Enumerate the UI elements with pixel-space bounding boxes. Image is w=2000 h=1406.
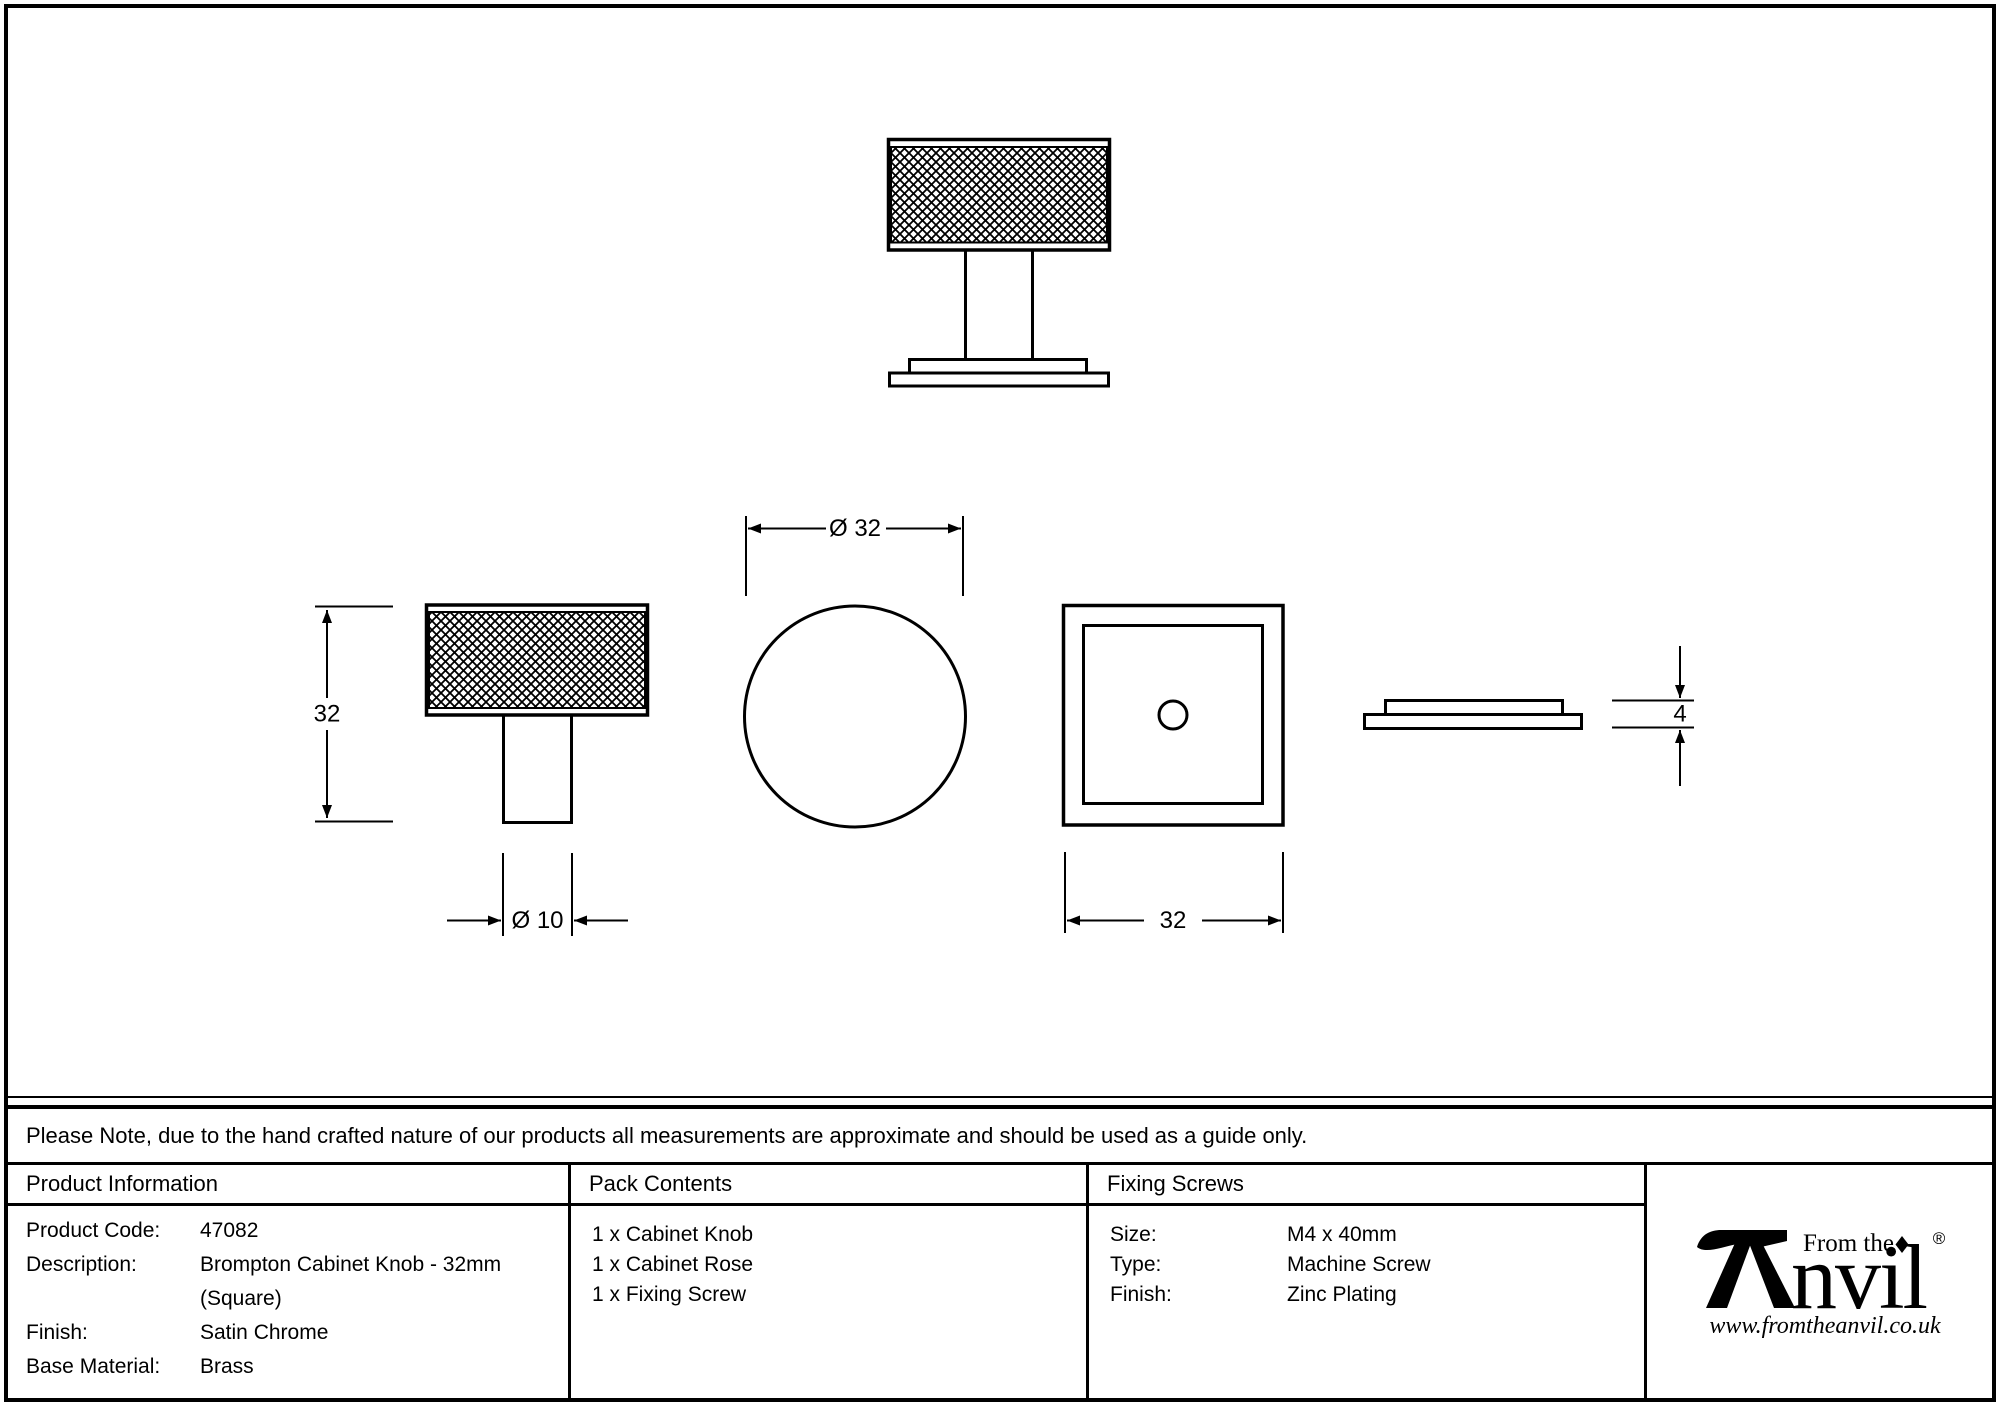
finish-label: Finish: (26, 1321, 88, 1344)
base-material-label: Base Material: (26, 1355, 161, 1378)
list-item: 1 x Cabinet Rose (592, 1253, 754, 1276)
screw-finish-value: Zinc Plating (1287, 1283, 1397, 1306)
note-bar: Please Note, due to the hand crafted nat… (8, 1105, 1992, 1165)
dim-knob-diameter-label: Ø 32 (829, 515, 881, 542)
description-label: Description: (26, 1253, 137, 1276)
fixing-screws-body: Size: M4 x 40mm Type: Machine Screw Fini… (1089, 1206, 1644, 1398)
table-row: Description: Brompton Cabinet Knob - 32m… (26, 1248, 568, 1316)
knob-face-view (743, 604, 967, 829)
fixing-screws-header: Fixing Screws (1089, 1165, 1644, 1206)
table-row: Type: Machine Screw (1110, 1250, 1644, 1280)
product-information-header: Product Information (8, 1165, 568, 1206)
pack-contents-body: 1 x Cabinet Knob 1 x Cabinet Rose 1 x Fi… (571, 1206, 1086, 1398)
product-information-body: Product Code: 47082 Description: Brompto… (8, 1206, 568, 1398)
screw-type-value: Machine Screw (1287, 1253, 1431, 1276)
dim-stem-diameter: Ø 10 (447, 853, 628, 936)
screw-type-label: Type: (1110, 1253, 1162, 1276)
dim-rose-thickness-label: 4 (1673, 701, 1686, 728)
table-row: Finish: Zinc Plating (1110, 1280, 1644, 1310)
screw-size-value: M4 x 40mm (1287, 1223, 1397, 1246)
list-item: 1 x Fixing Screw (592, 1283, 747, 1306)
front-elevation-view (886, 137, 1112, 388)
drawing-area-divider (8, 1096, 1992, 1098)
side-elevation-view (424, 603, 650, 824)
dim-rose-width-label: 32 (1160, 907, 1187, 934)
logo-cell: From the nvil ® www.fromtheanvil.co.uk (1647, 1165, 1992, 1398)
finish-value: Satin Chrome (200, 1321, 329, 1344)
pack-contents-title: Pack Contents (589, 1171, 733, 1196)
dim-stem-diameter-label: Ø 10 (511, 907, 563, 934)
product-information-column: Product Information Product Code: 47082 … (8, 1165, 571, 1398)
dim-rose-thickness: 4 (1612, 646, 1694, 786)
logo-name-text: nvil (1791, 1226, 1927, 1328)
technical-drawing: 32 Ø 10 Ø 32 (314, 137, 1694, 936)
diamond-icon (1895, 1235, 1908, 1253)
registered-mark: ® (1932, 1229, 1945, 1248)
pack-contents-column: Pack Contents 1 x Cabinet Knob 1 x Cabin… (571, 1165, 1089, 1398)
dim-overall-height-label: 32 (314, 701, 341, 728)
table-row: Finish: Satin Chrome (26, 1316, 568, 1350)
description-value: Brompton Cabinet Knob - 32mm (Square) (200, 1253, 502, 1310)
table-row: Size: M4 x 40mm (1110, 1220, 1644, 1250)
product-information-title: Product Information (26, 1171, 218, 1196)
product-code-label: Product Code: (26, 1219, 161, 1242)
anvil-icon (1696, 1229, 1795, 1308)
dim-knob-diameter: Ø 32 (745, 515, 964, 596)
product-code-value: 47082 (200, 1219, 259, 1242)
rose-profile-view (1363, 699, 1583, 730)
dim-overall-height: 32 (314, 605, 393, 823)
base-material-value: Brass (200, 1355, 254, 1378)
screw-size-label: Size: (1110, 1223, 1157, 1246)
screw-finish-label: Finish: (1110, 1283, 1172, 1306)
info-table: Product Information Product Code: 47082 … (8, 1165, 1992, 1398)
list-item: 1 x Cabinet Knob (592, 1223, 754, 1246)
dim-rose-width: 32 (1064, 852, 1284, 934)
rose-plan-view (1061, 603, 1285, 827)
from-the-anvil-logo: From the nvil ® www.fromtheanvil.co.uk (1696, 1226, 1945, 1339)
fixing-screws-column: Fixing Screws Size: M4 x 40mm Type: Mach… (1089, 1165, 1647, 1398)
table-row: Base Material: Brass (26, 1350, 568, 1384)
fixing-screws-title: Fixing Screws (1107, 1171, 1244, 1196)
logo-url: www.fromtheanvil.co.uk (1709, 1313, 1941, 1339)
pack-contents-header: Pack Contents (571, 1165, 1086, 1206)
table-row: Product Code: 47082 (26, 1214, 568, 1248)
logo-tagline: From the (1803, 1230, 1894, 1257)
note-text: Please Note, due to the hand crafted nat… (26, 1122, 1308, 1148)
